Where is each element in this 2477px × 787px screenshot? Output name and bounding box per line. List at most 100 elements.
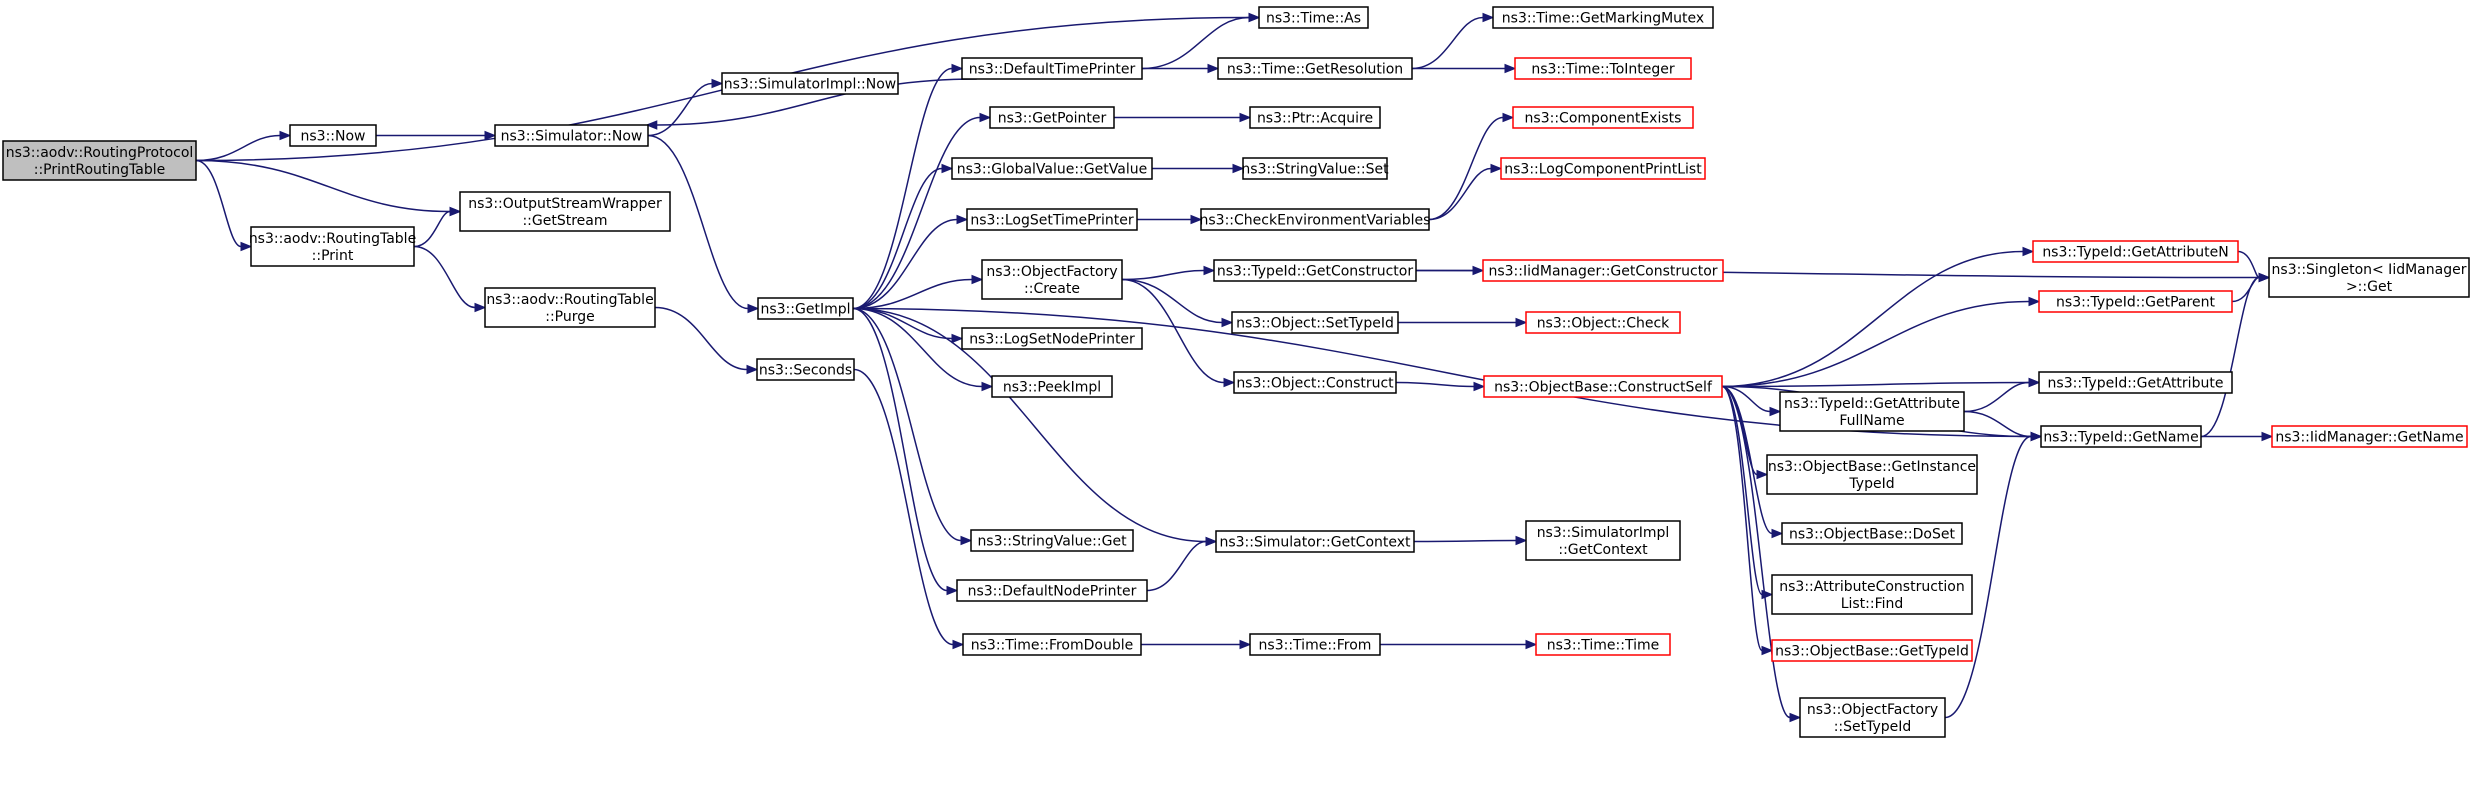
node-time-getmarkingmutex[interactable]: ns3::Time::GetMarkingMutex [1492, 6, 1714, 29]
node-ob-gettypeid[interactable]: ns3::ObjectBase::GetTypeId [1771, 639, 1973, 662]
node-singleton-get[interactable]: ns3::Singleton< IidManager >::Get [2268, 257, 2470, 298]
node-seconds[interactable]: ns3::Seconds [756, 358, 855, 381]
node-check-env[interactable]: ns3::CheckEnvironmentVariables [1200, 208, 1431, 231]
node-time-tointeger[interactable]: ns3::Time::ToInteger [1514, 57, 1692, 80]
node-label: ns3::OutputStreamWrapper [468, 196, 662, 212]
node-label: ns3::Now [301, 129, 366, 145]
edge-arrowhead [951, 333, 964, 344]
node-of-create[interactable]: ns3::ObjectFactory::Create [981, 259, 1123, 300]
node-typeid-getattribute[interactable]: ns3::TypeId::GetAttribute [2038, 371, 2233, 394]
edge-line [852, 167, 943, 310]
node-label: ns3::Object::SetTypeId [1236, 316, 1394, 332]
node-label: ns3::DefaultTimePrinter [969, 62, 1136, 78]
node-typeid-getattributen[interactable]: ns3::TypeId::GetAttributeN [2032, 240, 2239, 263]
edge-line [1146, 540, 1207, 592]
node-time-time[interactable]: ns3::Time::Time [1535, 633, 1671, 656]
node-peek-impl[interactable]: ns3::PeekImpl [991, 375, 1113, 398]
node-rt-print[interactable]: ns3::aodv::RoutingTable::Print [249, 226, 416, 267]
edge-line [1721, 385, 1773, 535]
node-label: ns3::AttributeConstruction [1779, 579, 1964, 595]
node-log-component-print-list[interactable]: ns3::LogComponentPrintList [1500, 157, 1706, 180]
node-label: ns3::TypeId::GetAttribute [1784, 396, 1960, 412]
node-of-settypeid[interactable]: ns3::ObjectFactory::SetTypeId [1799, 697, 1946, 738]
node-sv-set[interactable]: ns3::StringValue::Set [1241, 157, 1389, 180]
edge-line [195, 134, 281, 162]
edge-arrowhead [1490, 163, 1503, 174]
call-edge-object_settypeid-to-object_check [1398, 317, 1528, 328]
node-default-time-printer[interactable]: ns3::DefaultTimePrinter [961, 57, 1143, 80]
node-ob-constructself[interactable]: ns3::ObjectBase::ConstructSelf [1483, 375, 1723, 398]
node-ptr-acquire[interactable]: ns3::Ptr::Acquire [1249, 106, 1381, 129]
node-time-from[interactable]: ns3::Time::From [1249, 633, 1381, 656]
node-label: ::Print [312, 248, 354, 264]
node-box [961, 327, 1143, 350]
node-time-getresolution[interactable]: ns3::Time::GetResolution [1217, 57, 1413, 80]
node-sv-get[interactable]: ns3::StringValue::Get [970, 529, 1134, 552]
node-time-fromdouble[interactable]: ns3::Time::FromDouble [962, 633, 1142, 656]
edge-line [2200, 276, 2260, 438]
node-label: ns3::Time::From [1259, 638, 1372, 654]
node-object-settypeid[interactable]: ns3::Object::SetTypeId [1231, 311, 1399, 334]
node-getimpl[interactable]: ns3::GetImpl [757, 297, 854, 320]
node-label: ns3::Time::As [1266, 11, 1361, 27]
node-label: ns3::TypeId::GetAttribute [2048, 376, 2224, 392]
edge-line [1721, 381, 2030, 388]
node-object-construct[interactable]: ns3::Object::Construct [1233, 371, 1397, 394]
node-box [1483, 375, 1723, 398]
edge-arrowhead [1502, 112, 1515, 123]
node-label: ns3::Time::FromDouble [971, 638, 1134, 654]
node-sim-now[interactable]: ns3::Simulator::Now [494, 124, 649, 147]
node-label: ns3::Simulator::Now [501, 129, 643, 145]
edge-arrowhead [941, 163, 954, 174]
edge-line [1395, 381, 1475, 388]
call-edge-getimpl-to-default_time_printer [852, 63, 964, 310]
call-edge-getimpl-to-log_set_time_printer [852, 214, 969, 310]
node-component-exists[interactable]: ns3::ComponentExists [1512, 106, 1694, 129]
edge-arrowhead [484, 130, 497, 141]
node-iidmanager-getconstructor[interactable]: ns3::IidManager::GetConstructor [1482, 259, 1724, 282]
edge-line [195, 159, 242, 248]
node-log-set-node-printer[interactable]: ns3::LogSetNodePrinter [961, 327, 1143, 350]
node-log-set-time-printer[interactable]: ns3::LogSetTimePrinter [966, 208, 1138, 231]
node-label: ns3::ObjectBase::GetInstance [1768, 459, 1976, 475]
edge-arrowhead [1232, 163, 1245, 174]
node-label: ns3::Time::Time [1547, 638, 1659, 654]
node-typeid-getname[interactable]: ns3::TypeId::GetName [2040, 425, 2202, 448]
node-gv-getvalue[interactable]: ns3::GlobalValue::GetValue [951, 157, 1153, 180]
call-graph-edges [195, 12, 2274, 723]
edge-line [1121, 278, 1223, 324]
node-iidmanager-getname[interactable]: ns3::IidManager::GetName [2271, 425, 2468, 448]
edge-line [1428, 116, 1504, 221]
node-rt-purge[interactable]: ns3::aodv::RoutingTable::Purge [484, 287, 656, 328]
node-now[interactable]: ns3::Now [289, 124, 377, 147]
node-object-check[interactable]: ns3::Object::Check [1525, 311, 1681, 334]
node-label: ns3::GetPointer [998, 111, 1107, 127]
node-sim-getcontext[interactable]: ns3::Simulator::GetContext [1215, 530, 1415, 553]
edge-line [647, 134, 749, 310]
node-box [2032, 240, 2239, 263]
node-get-pointer[interactable]: ns3::GetPointer [989, 106, 1115, 129]
node-default-node-printer[interactable]: ns3::DefaultNodePrinter [956, 579, 1148, 602]
call-edge-ob_constructself-to-acl_find [1721, 385, 1774, 600]
node-time-as[interactable]: ns3::Time::As [1258, 6, 1369, 29]
node-box [1781, 522, 1963, 545]
node-simimpl-getcontext[interactable]: ns3::SimulatorImpl::GetContext [1525, 520, 1681, 561]
call-edge-root-to-osw_getstream [195, 159, 462, 217]
edge-line [413, 210, 451, 248]
edge-arrowhead [1504, 63, 1517, 74]
edge-arrowhead [952, 639, 965, 650]
node-simimpl-now[interactable]: ns3::SimulatorImpl::Now [721, 72, 899, 95]
node-ob-doset[interactable]: ns3::ObjectBase::DoSet [1781, 522, 1963, 545]
node-label: ns3::SimulatorImpl [1537, 525, 1670, 541]
node-typeid-getconstructor[interactable]: ns3::TypeId::GetConstructor [1213, 259, 1417, 282]
node-box [1233, 371, 1397, 394]
node-box [1771, 574, 1973, 615]
node-typeid-getparent[interactable]: ns3::TypeId::GetParent [2038, 290, 2233, 313]
node-box [961, 57, 1143, 80]
edge-line [1721, 385, 1763, 652]
node-osw-getstream[interactable]: ns3::OutputStreamWrapper::GetStream [459, 191, 671, 232]
call-edge-gv_getvalue-to-sv_set [1151, 163, 1245, 174]
